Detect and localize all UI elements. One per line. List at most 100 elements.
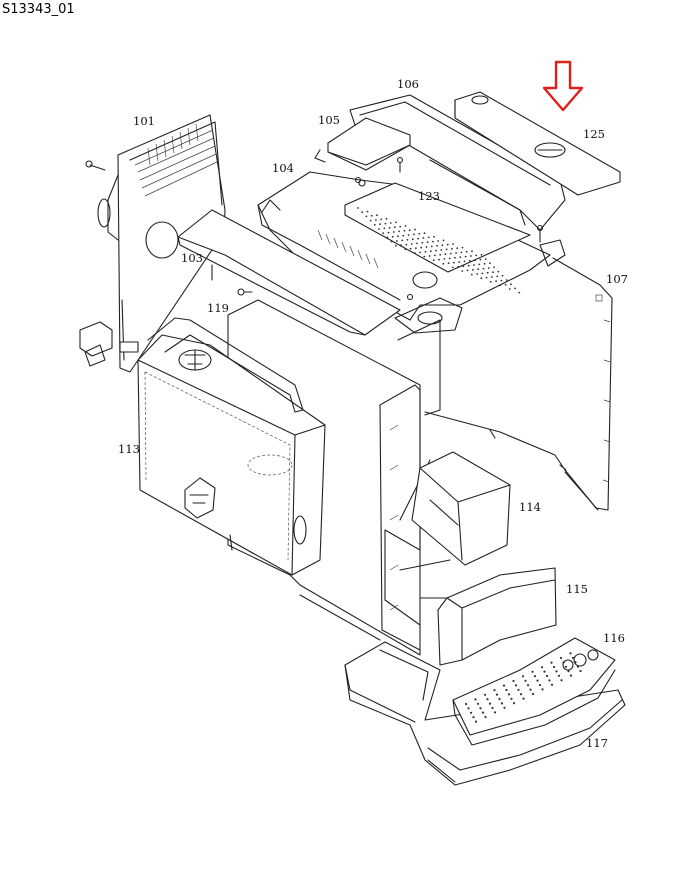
part-115-front-door[interactable] [419,567,557,666]
part-103-top-front-cover[interactable] [177,209,401,336]
perforation-dot [505,688,508,692]
perforation-dot [387,231,390,234]
diagram-id: S13343_01 [2,2,75,17]
perforation-dot [464,702,468,706]
perforation-dot [457,265,459,268]
part-101-back-panel[interactable] [79,114,226,373]
perforation-dot [378,228,380,230]
perforation-dot [384,222,387,225]
perforation-dot [404,225,407,227]
part-114-grounds-container[interactable] [411,451,511,566]
label-105: 105 [318,113,340,127]
perforation-dot [380,218,383,221]
perforation-dot [446,243,449,246]
perforation-dot [400,244,402,247]
perforation-dot [410,243,413,245]
perforation-dot [461,246,464,249]
perforation-dot [474,698,477,701]
perforation-dot [550,661,553,664]
perforation-dot [373,223,376,226]
perforation-dot [453,261,455,264]
perforation-dot [502,684,506,687]
perforation-dot [474,720,478,723]
perforation-dot [462,265,465,268]
perforation-dot [486,698,489,701]
perforation-dot [407,234,410,236]
perforation-dot [418,232,421,235]
perforation-dot [552,665,556,669]
perforation-dot [416,242,418,245]
perforation-dot [499,284,502,287]
perforation-dot [491,706,494,710]
perforation-dot [443,258,446,260]
perforation-dot [406,238,409,241]
perforation-dot [510,697,513,700]
perforation-dot [440,249,443,251]
perforation-dot [485,276,488,279]
perforation-dot [432,259,435,262]
part-123-cup-warmer-plate[interactable] [344,156,544,301]
perforation-dot [451,247,453,250]
label-113: 113 [118,442,140,456]
perforation-dot [529,688,532,691]
part-119-screw[interactable] [237,288,253,296]
label-116: 116 [603,631,625,645]
perforation-dot [423,255,426,258]
perforation-dot [433,235,435,238]
perforation-dot [447,262,450,265]
perforation-dot [483,262,486,265]
perforation-dot [427,236,430,239]
perforation-dot [531,670,534,673]
perforation-dot [385,217,388,220]
perforation-dot [531,692,535,696]
perforation-dot [435,249,437,252]
perforation-dot [503,706,506,709]
part-116-drip-grid[interactable] [452,637,616,746]
perforation-dot [491,276,493,278]
perforation-dot [564,665,568,668]
perforation-dot [430,245,433,248]
perforation-dot [434,254,436,257]
red-down-arrow-icon [542,60,584,112]
part-105-lid[interactable] [314,117,411,171]
label-107: 107 [606,272,628,286]
perforation-dot [424,250,427,253]
perforation-dot [569,674,573,677]
perforation-dot [402,234,405,237]
perforation-dot [369,219,372,222]
perforation-dot [469,711,473,714]
perforation-dot [493,266,495,269]
perforation-dot [429,250,432,253]
perforation-dot [420,246,423,249]
perforation-dot [495,280,497,283]
perforation-dot [470,273,473,276]
perforation-dot [468,259,471,262]
part-125-top-strip[interactable] [454,91,621,196]
perforation-dot [467,707,470,710]
perforation-dot [569,652,572,655]
perforation-dot [559,656,563,660]
perforation-dot [461,270,464,272]
perforation-dot [395,221,397,224]
perforation-dot [479,258,482,261]
perforation-dot [475,254,478,257]
label-119: 119 [207,301,229,315]
perforation-dot [480,253,483,256]
perforation-dot [466,269,469,272]
part-107-side-panel[interactable] [424,257,613,511]
perforation-dot [471,250,473,253]
perforation-dot [496,275,499,278]
perforation-dot [415,247,417,250]
perforation-dot [514,287,516,290]
perforation-dot [501,274,504,277]
part-113-water-tank[interactable] [137,317,326,576]
perforation-dot [526,684,530,687]
perforation-dot [505,279,508,281]
perforation-dot [365,215,368,218]
perforation-dot [389,222,392,224]
perforation-dot [484,715,487,719]
perforation-dot [579,669,582,673]
perforation-dot [510,283,512,286]
label-103: 103 [181,251,203,265]
